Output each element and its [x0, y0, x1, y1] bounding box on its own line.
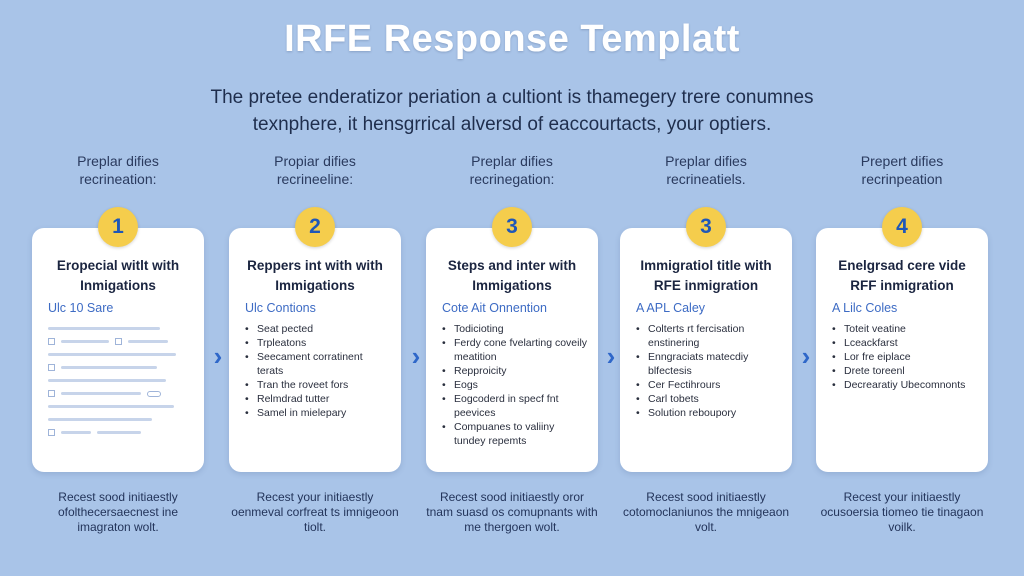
bullet-item: Seat pected	[245, 322, 391, 336]
bullet-item: Todicioting	[442, 322, 588, 336]
step-column-4: Preplar difies recrineatiels. 3 Immigrat…	[620, 150, 792, 560]
step-heading: Preplar difies recrinegation:	[426, 152, 598, 188]
step-card[interactable]: Immigratiol title with RFE inmigration A…	[620, 228, 792, 472]
step-column-2: Propiar difies recrineeline: 2 Reppers i…	[229, 150, 401, 560]
step-heading-line-1: Prepert difies	[860, 153, 944, 169]
chevron-right-icon: ›	[411, 341, 421, 371]
step-card[interactable]: Steps and inter with Immigations Cote Ai…	[426, 228, 598, 472]
step-card[interactable]: Eropecial witlt with Inmigations Ulc 10 …	[32, 228, 204, 472]
step-number-badge: 4	[882, 207, 922, 247]
step-heading-line-1: Preplar difies	[665, 153, 747, 169]
step-heading-line-2: recrineeline:	[276, 171, 354, 187]
card-subtitle: Ulc Contions	[245, 301, 316, 315]
bullet-item: Eogs	[442, 378, 588, 392]
bullet-list: Seat pectedTrpleatonsSeecament corratine…	[245, 322, 391, 420]
bullet-item: Lceackfarst	[832, 336, 978, 350]
step-column-1: Preplar difies recrineation: 1 Eropecial…	[32, 150, 204, 560]
step-heading-line-2: recrineatiels.	[666, 171, 746, 187]
card-subtitle: Cote Ait Onnention	[442, 301, 547, 315]
chevron-right-icon: ›	[606, 341, 616, 371]
bullet-item: Toteit veatine	[832, 322, 978, 336]
bullet-item: Seecament corratinent terats	[245, 350, 391, 378]
card-subtitle: Ulc 10 Sare	[48, 301, 114, 315]
bullet-item: Ferdy cone fvelarting coveily meatition	[442, 336, 588, 364]
step-heading-line-2: recrineation:	[79, 171, 157, 187]
step-column-3: Preplar difies recrinegation: 3 Steps an…	[426, 150, 598, 560]
step-heading: Preplar difies recrineatiels.	[620, 152, 792, 188]
card-title: Steps and inter with Immigations	[447, 258, 577, 293]
bullet-item: Tran the roveet fors	[245, 378, 391, 392]
bullet-item: Compuanes to valiiny tundey repemts	[442, 420, 588, 448]
steps-row: Preplar difies recrineation: 1 Eropecial…	[0, 150, 1024, 560]
step-column-5: Prepert difies recrinpeation 4 Enelgrsad…	[816, 150, 988, 560]
step-card[interactable]: Enelgrsad cere vide RFF inmigration A Li…	[816, 228, 988, 472]
chevron-right-icon: ›	[213, 341, 223, 371]
bullet-item: Eogcoderd in specf fnt peevices	[442, 392, 588, 420]
step-number-badge: 1	[98, 207, 138, 247]
card-title: Immigratiol title with RFE inmigration	[640, 258, 772, 293]
step-heading-line-1: Preplar difies	[471, 153, 553, 169]
bullet-item: Colterts rt fercisation enstinering	[636, 322, 782, 350]
step-heading: Prepert difies recrinpeation	[816, 152, 988, 188]
bullet-item: Relmdrad tutter	[245, 392, 391, 406]
chevron-right-icon: ›	[801, 341, 811, 371]
card-subtitle: A Lilc Coles	[832, 301, 898, 315]
step-card[interactable]: Reppers int with with Immigations Ulc Co…	[229, 228, 401, 472]
bullet-item: Enngraciats matecdiy blfectesis	[636, 350, 782, 378]
bullet-list: TodiciotingFerdy cone fvelarting coveily…	[442, 322, 588, 448]
bullet-item: Lor fre eiplace	[832, 350, 978, 364]
card-title: Enelgrsad cere vide RFF inmigration	[838, 258, 966, 293]
step-number-badge: 3	[686, 207, 726, 247]
step-heading: Propiar difies recrineeline:	[229, 152, 401, 188]
document-preview	[48, 322, 194, 439]
step-footer: Recest sood initiaestly oror tnam suasd …	[426, 490, 598, 534]
step-footer: Recest sood initiaestly ofolthecersaecne…	[57, 490, 179, 534]
step-number-badge: 3	[492, 207, 532, 247]
bullet-item: Repproicity	[442, 364, 588, 378]
step-heading-line-2: recrinpeation	[861, 171, 943, 187]
bullet-item: Trpleatons	[245, 336, 391, 350]
step-footer: Recest your initiaestly ocusoersia tiome…	[820, 490, 984, 534]
bullet-item: Samel in mielepary	[245, 406, 391, 420]
step-heading-line-2: recrinegation:	[469, 171, 555, 187]
bullet-item: Solution reboupory	[636, 406, 782, 420]
bullet-list: Colterts rt fercisation enstineringEnngr…	[636, 322, 782, 420]
card-subtitle: A APL Caley	[636, 301, 706, 315]
page-subtitle: The pretee enderatizor periation a culti…	[210, 87, 814, 135]
page-title: IRFE Response Templatt	[284, 18, 740, 60]
step-heading: Preplar difies recrineation:	[32, 152, 204, 188]
bullet-list: Toteit veatineLceackfarstLor fre eiplace…	[832, 322, 978, 392]
bullet-item: Decrearatiy Ubecomnonts	[832, 378, 978, 392]
step-footer: Recest sood initiaestly cotomoclaniunos …	[622, 490, 790, 534]
step-footer: Recest your initiaestly oenmeval corfrea…	[231, 490, 399, 534]
bullet-item: Drete toreenl	[832, 364, 978, 378]
step-number-badge: 2	[295, 207, 335, 247]
card-title: Reppers int with with Immigations	[247, 258, 383, 293]
step-heading-line-1: Preplar difies	[77, 153, 159, 169]
card-title: Eropecial witlt with Inmigations	[56, 258, 180, 293]
bullet-item: Cer Fectihrours	[636, 378, 782, 392]
step-heading-line-1: Propiar difies	[274, 153, 356, 169]
bullet-item: Carl tobets	[636, 392, 782, 406]
